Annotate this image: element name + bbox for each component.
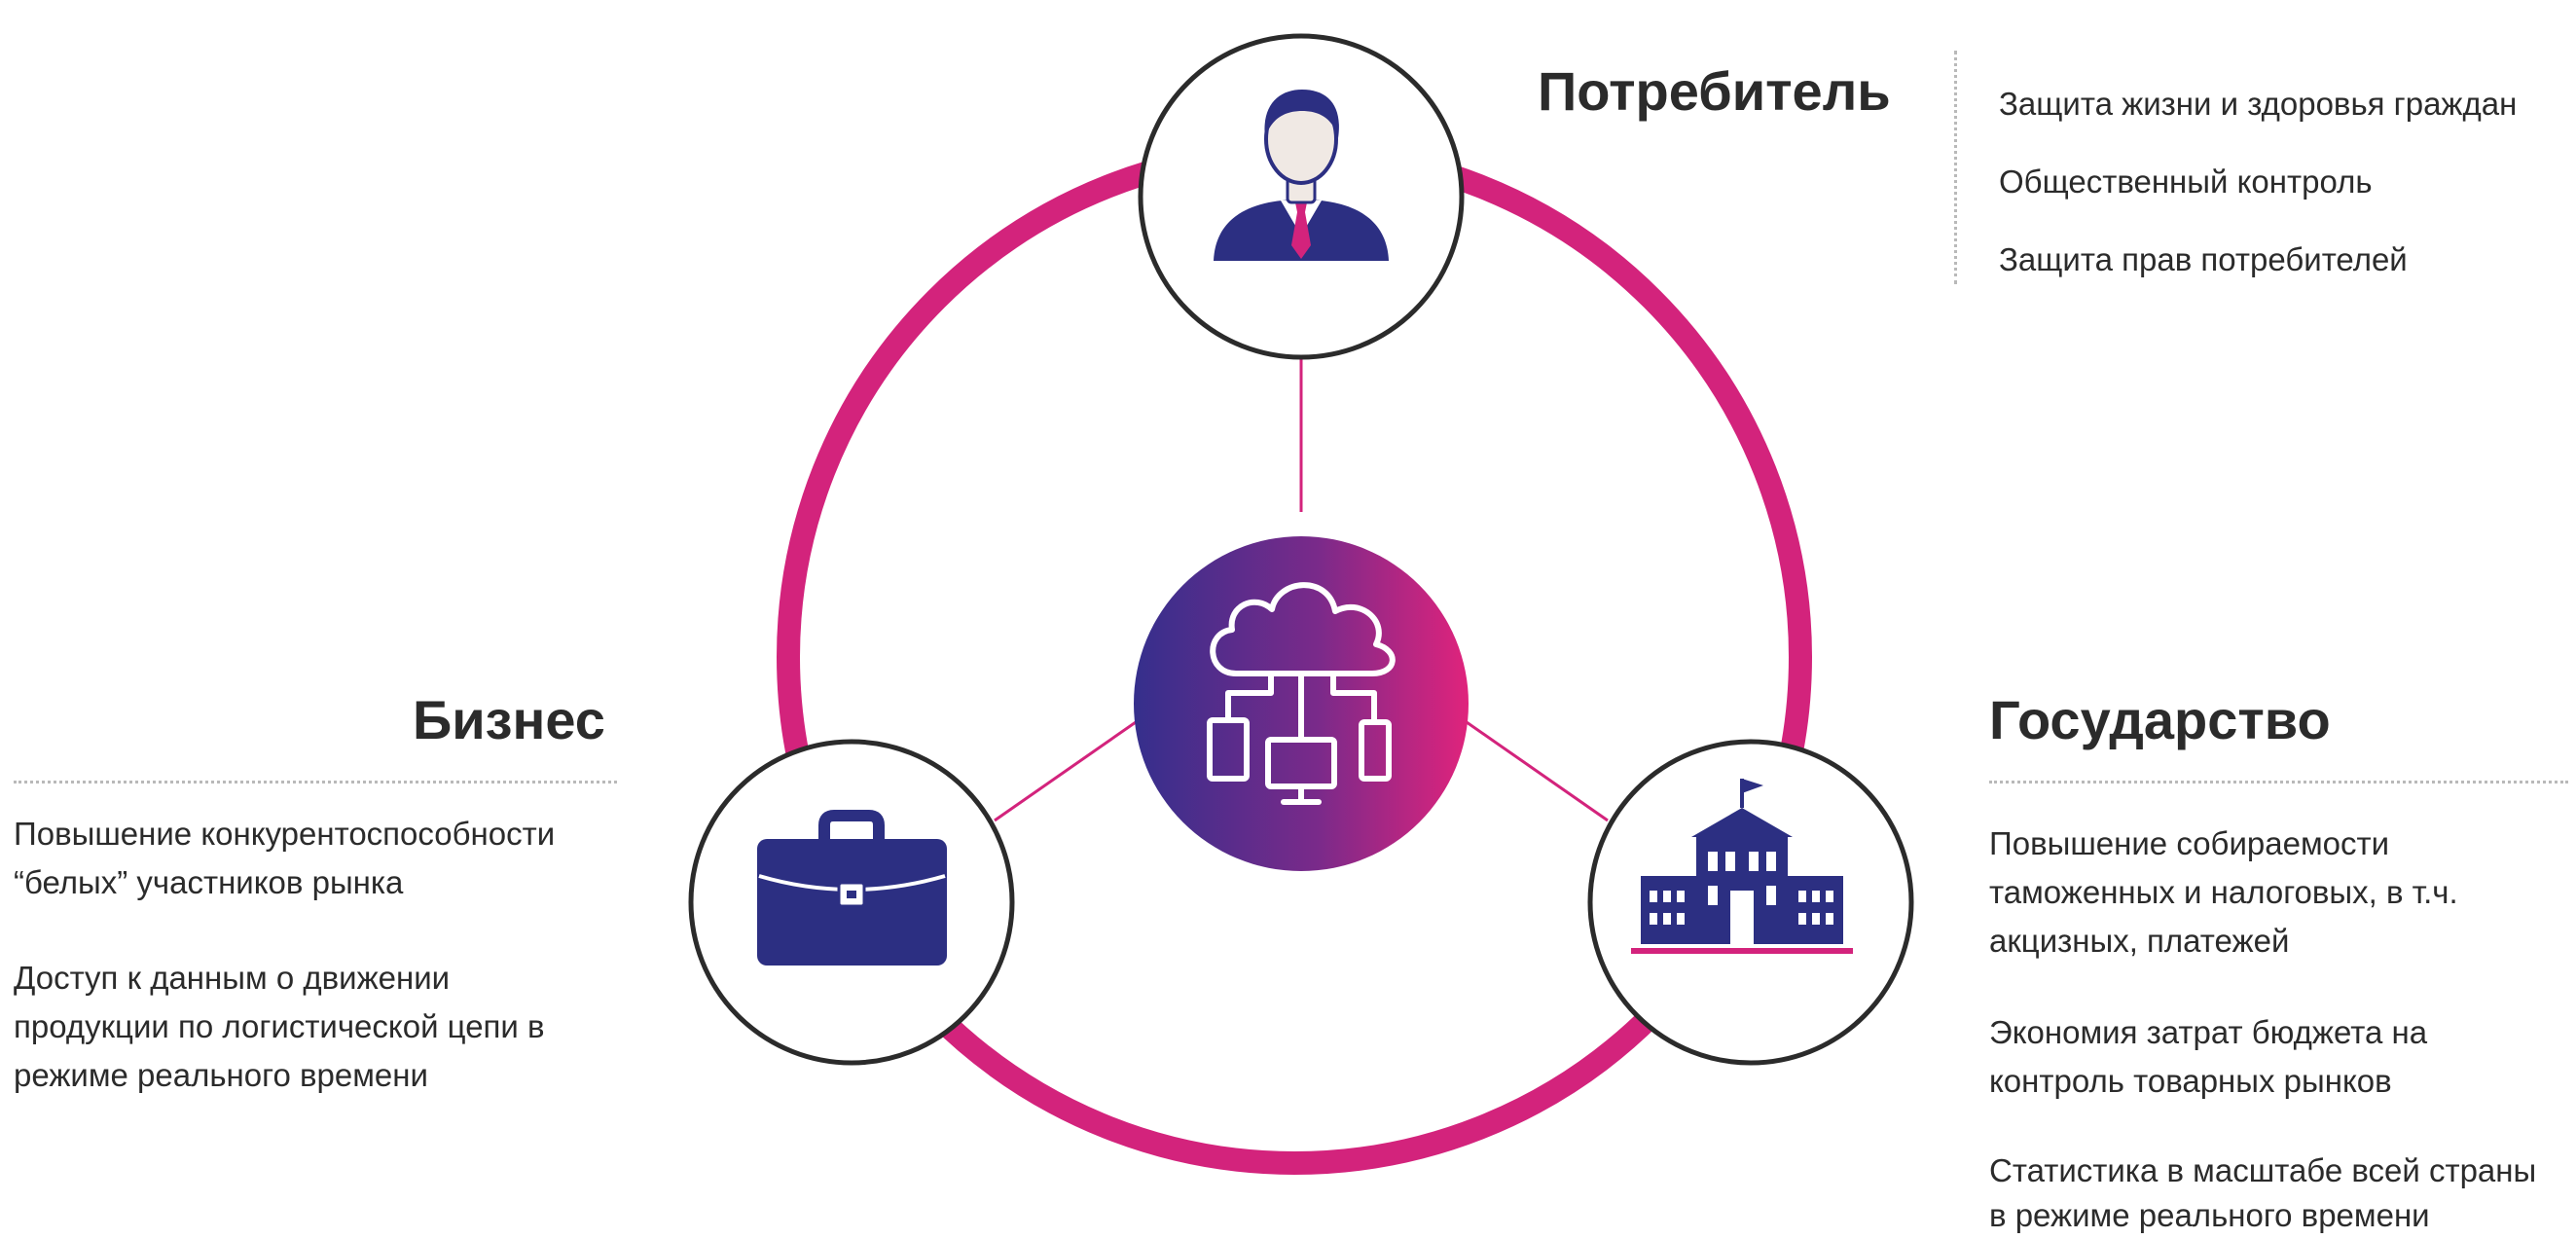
government-building-icon <box>1631 779 1853 954</box>
consumer-item: Защита жизни и здоровья граждан <box>1999 86 2518 122</box>
state-item: в режиме реального времени <box>1989 1197 2430 1233</box>
person-icon <box>1214 90 1389 261</box>
consumer-heading: Потребитель <box>1538 60 1891 122</box>
consumer-node <box>1138 33 1465 360</box>
state-item: Статистика в масштабе всей страны <box>1989 1152 2537 1188</box>
cloud-hub <box>1134 536 1469 871</box>
state-heading: Государство <box>1989 689 2331 750</box>
state-item: Повышение собираемости <box>1989 825 2390 861</box>
business-item: “белых” участников рынка <box>14 864 404 900</box>
consumer-item: Общественный контроль <box>1999 164 2373 200</box>
consumer-divider <box>1954 51 1957 284</box>
business-divider <box>14 781 617 783</box>
state-item: Экономия затрат бюджета на <box>1989 1014 2428 1050</box>
business-heading: Бизнес <box>413 689 605 750</box>
state-item: контроль товарных рынков <box>1989 1063 2392 1099</box>
business-item: Повышение конкурентоспособности <box>14 816 556 852</box>
state-item: акцизных, платежей <box>1989 923 2290 959</box>
state-divider <box>1989 781 2568 783</box>
consumer-item: Защита прав потребителей <box>1999 241 2408 277</box>
briefcase-icon <box>757 810 947 966</box>
cloud-network-icon <box>1207 582 1396 805</box>
state-item: таможенных и налоговых, в т.ч. <box>1989 874 2458 910</box>
connector-lines <box>994 355 1609 822</box>
business-item: продукции по логистической цепи в <box>14 1008 545 1044</box>
business-node <box>688 739 1015 1066</box>
business-item: режиме реального времени <box>14 1057 428 1093</box>
state-node <box>1587 739 1914 1066</box>
business-item: Доступ к данным о движении <box>14 960 451 996</box>
